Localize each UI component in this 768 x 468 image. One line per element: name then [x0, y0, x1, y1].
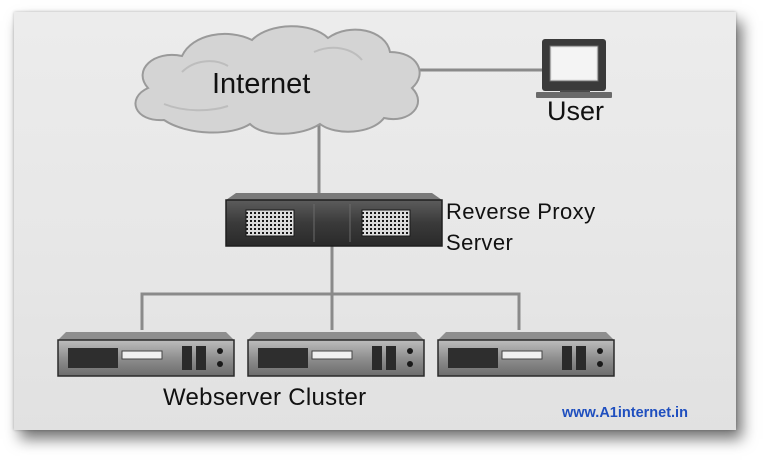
internet-label: Internet	[212, 68, 311, 100]
cluster-label: Webserver Cluster	[163, 384, 367, 411]
watermark: www.A1internet.in	[562, 405, 688, 421]
proxy-label-line2: Server	[446, 230, 514, 255]
cloud-icon	[134, 25, 421, 135]
webserver-icon	[57, 332, 235, 377]
proxy-server-label: Reverse Proxy Server	[446, 196, 595, 258]
user-computer-icon	[536, 39, 612, 98]
user-label: User	[547, 96, 605, 126]
connection-lines	[140, 68, 542, 330]
webserver-icon	[437, 332, 615, 377]
diagram-card: Internet User Reverse Proxy Server Webse…	[14, 12, 736, 430]
webserver-icon	[247, 332, 425, 377]
proxy-label-line1: Reverse Proxy	[446, 199, 596, 224]
proxy-server-icon	[225, 193, 443, 247]
